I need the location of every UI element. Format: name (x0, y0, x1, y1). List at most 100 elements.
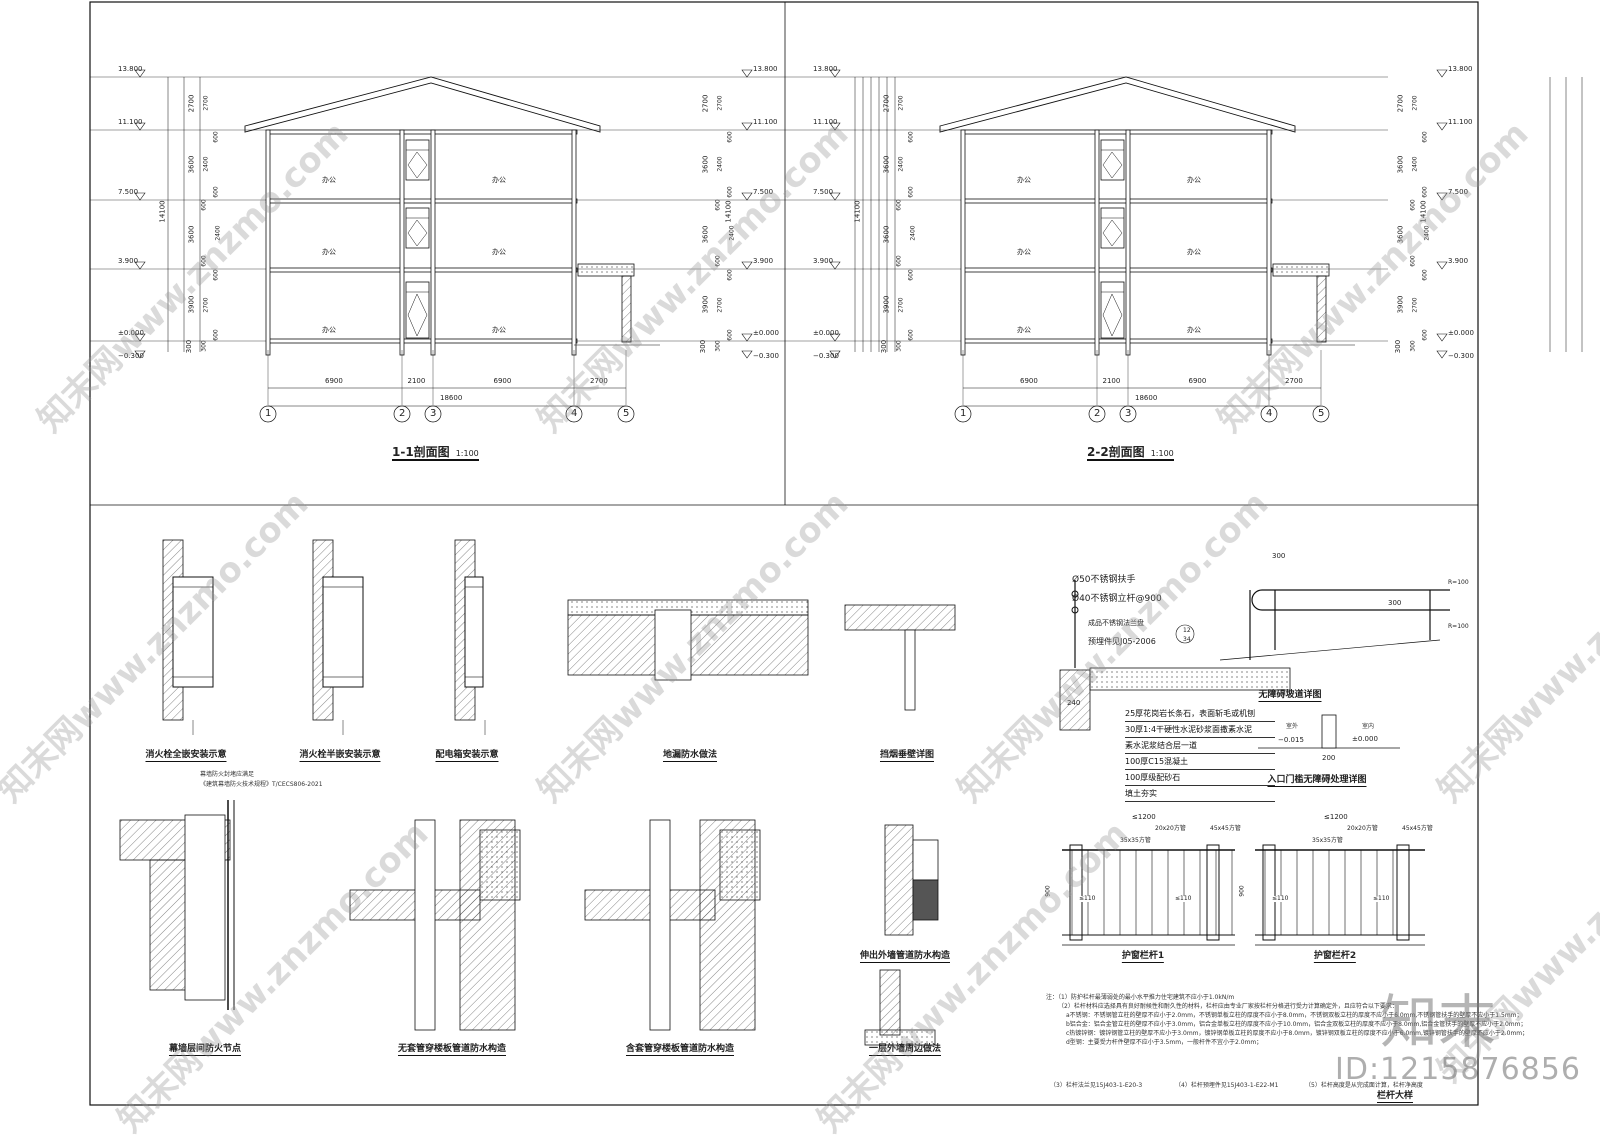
threshold-width: 200 (1322, 754, 1336, 762)
axis-label: 3 (430, 408, 437, 419)
door-frame (1321, 714, 1337, 749)
section-2-scale: 1:100 (1150, 449, 1174, 458)
note-line: （2）栏杆材料应选择具有良好耐候性和耐久性的材料，栏杆应由专业厂家按栏杆分格进行… (1058, 1003, 1398, 1010)
dimension-text: 6900 (1020, 377, 1038, 385)
brand-logo: 知末 (1380, 988, 1497, 1056)
dimension-text: 600 (212, 130, 220, 143)
dimension-text: 3900 (701, 295, 710, 314)
dimension-text: 3600 (882, 155, 891, 174)
dimension-text: 3600 (882, 225, 891, 243)
threshold-left-level: −0.015 (1278, 736, 1304, 744)
axis-bubble (954, 405, 972, 423)
threshold-right-label: 室内 (1362, 723, 1375, 730)
dimension-text: 3600 (1396, 155, 1405, 174)
curtain-wall-note: 《建筑幕墙防火技术规程》T/CECS806-2021 (200, 781, 323, 788)
window-sash (1102, 293, 1123, 337)
dimension-text: 2700 (897, 94, 905, 111)
footing (864, 1029, 936, 1046)
pipe-sleeve (912, 879, 939, 921)
detail-title: 消火栓全嵌安装示意 (145, 750, 227, 762)
ramp-layer-list: 25厚花岗岩长条石，表面斩毛或机刨 30厚1:4干硬性水泥砂浆面撒素水泥 素水泥… (1125, 706, 1275, 802)
detail-title: 无套管穿楼板管道防水构造 (397, 1044, 507, 1056)
dimension-text: 2700 (202, 297, 210, 313)
level-marker (1436, 122, 1448, 131)
railing-gap-dim: ≤110 (1078, 895, 1097, 902)
room-label: 办公 (1187, 248, 1201, 256)
detail-title: 幕墙层间防火节点 (168, 1044, 242, 1056)
axis-label: 2 (1094, 408, 1101, 419)
detail-title: 护窗栏杆2 (1313, 951, 1357, 963)
note-line: （4）栏杆预埋件见15J403-1-E22-M1 (1175, 1082, 1279, 1089)
dimension-text: 14100 (158, 200, 167, 223)
dimension-text: 18600 (440, 394, 463, 402)
level-label: ±0.000 (1448, 329, 1474, 337)
dimension-text: 2700 (701, 94, 710, 112)
axis-bubble (259, 405, 277, 423)
railing-dim: 45x45方管 (1402, 825, 1433, 832)
ramp-section (1089, 667, 1291, 691)
dimension-text: 300 (699, 339, 708, 353)
wall-section (479, 829, 521, 901)
level-label: 13.800 (118, 65, 143, 73)
ramp-layer: 25厚花岗岩长条石，表面斩毛或机刨 (1125, 706, 1275, 722)
ramp-layer: 100厚C15混凝土 (1125, 754, 1275, 770)
dimension-text: 2400 (897, 156, 905, 172)
level-label: 7.500 (813, 188, 834, 196)
floor-slab (267, 267, 578, 273)
window-sash (407, 151, 428, 179)
dimension-text: 300 (200, 339, 208, 352)
level-marker (829, 122, 841, 131)
level-label: ±0.000 (813, 329, 839, 337)
roof (939, 76, 1296, 133)
sheet-frame (89, 1, 1479, 1106)
axis-label: 4 (1266, 408, 1273, 419)
window-sash (1102, 151, 1123, 179)
section-1-scale: 1:100 (455, 449, 479, 458)
handrail-ref: 34 (1183, 636, 1191, 643)
dimension-text: 2400 (202, 156, 210, 172)
level-marker (134, 69, 146, 78)
axis-label: 1 (265, 408, 272, 419)
dimension-text: 2700 (882, 94, 891, 112)
section-2-title: 2-2剖面图 1:100 (1087, 446, 1174, 461)
section-2-title-text: 2-2剖面图 (1087, 445, 1145, 459)
dimension-text: 6900 (325, 377, 343, 385)
dimension-text: 2700 (202, 94, 210, 111)
dimension-text: 2700 (590, 377, 608, 385)
dimension-text: 2700 (1285, 377, 1303, 385)
level-label: 7.500 (753, 188, 774, 196)
pipe-sleeve (912, 839, 939, 881)
axis-bubble (1260, 405, 1278, 423)
level-marker (134, 333, 146, 342)
dimension-text: 300 (1394, 339, 1403, 353)
dimension-text: 300 (714, 339, 722, 352)
level-label: 11.100 (813, 118, 838, 126)
wall (1266, 129, 1272, 356)
detail-title: 配电箱安装示意 (435, 750, 499, 762)
wall-section (719, 829, 761, 901)
note-line: （3）栏杆法兰见15J403-1-E20-3 (1050, 1082, 1143, 1089)
axis-label: 4 (571, 408, 578, 419)
dimension-text: 600 (726, 185, 734, 198)
dimension-text: 3600 (701, 155, 710, 174)
curb (1059, 669, 1091, 731)
axis-label: 3 (1125, 408, 1132, 419)
cabinet (172, 576, 214, 688)
dimension-text: 2700 (1411, 297, 1419, 313)
level-label: 13.800 (1448, 65, 1473, 73)
floor-slab (267, 338, 578, 344)
dimension-text: 300 (880, 339, 889, 353)
ramp-dim: R=100 (1448, 623, 1469, 630)
level-marker (1436, 192, 1448, 201)
detail-title: 无障碍坡道详图 (1258, 690, 1322, 702)
dimension-text: 6900 (493, 377, 512, 385)
room-label: 办公 (322, 176, 336, 184)
railing-dim: 35x35方管 (1312, 837, 1343, 844)
level-marker (741, 69, 753, 78)
axis-label: 1 (960, 408, 967, 419)
dimension-text: 300 (1409, 339, 1417, 352)
dimension-text: 2700 (187, 94, 196, 112)
level-marker (829, 69, 841, 78)
detail-title: 消火栓半嵌安装示意 (299, 750, 381, 762)
